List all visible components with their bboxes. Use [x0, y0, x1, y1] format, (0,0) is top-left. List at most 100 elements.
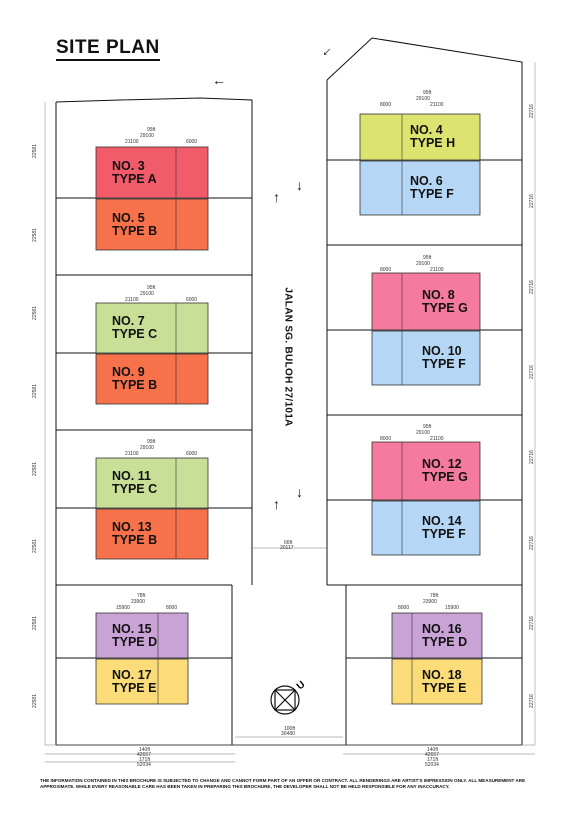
dim-ft-lot16: 78ft	[430, 593, 439, 599]
arrow-left-icon: ←	[212, 72, 226, 88]
north-compass-icon	[270, 685, 300, 715]
lot-type: TYPE F	[422, 357, 466, 371]
dim-ft-lot8: 95ft	[423, 255, 432, 261]
dim-bottom-right-ft: 140ft	[427, 747, 439, 753]
dim-sub-b-lot12: 8000	[380, 436, 392, 442]
lot-fill	[95, 198, 209, 251]
dim-bottom-total: 52034	[137, 762, 151, 768]
lot-18	[391, 658, 483, 705]
dim-side-l3: 22581	[31, 306, 38, 320]
dim-sub-a-lot7: 21100	[125, 297, 139, 303]
dim-sub-a-lot16: 15900	[445, 605, 459, 611]
dim-width-lot8: 29100	[416, 261, 430, 267]
lot-fill	[95, 457, 209, 509]
lot-15	[95, 612, 189, 659]
lot-14	[371, 500, 481, 556]
lot-number: NO. 13	[112, 520, 152, 534]
dim-side-r2: 22716	[528, 194, 535, 208]
lot-number: NO. 12	[422, 457, 462, 471]
lot-number: NO. 8	[422, 287, 455, 302]
lot-type: TYPE D	[112, 634, 158, 649]
lot-type: TYPE B	[112, 378, 158, 392]
dim-bottom-left-ft: 140ft	[139, 747, 151, 753]
dim-ft-lot15: 78ft	[137, 593, 146, 599]
lot-type: TYPE G	[422, 300, 468, 315]
dim-sub-a-lot15: 15900	[116, 605, 130, 611]
lot-fill	[95, 658, 189, 705]
page-title: SITE PLAN	[56, 38, 160, 61]
dim-width-lot7: 29100	[140, 291, 154, 297]
lot-7	[95, 302, 209, 354]
dim-side-l4: 22581	[31, 384, 38, 398]
lot-fill	[95, 508, 209, 560]
lot-fill	[359, 160, 481, 216]
arrow-up-icon: ↑	[273, 189, 280, 205]
dim-bottom-left: 42657	[137, 752, 151, 758]
dim-ft-lot11: 95ft	[147, 439, 156, 445]
dim-sub-c: 6000	[186, 139, 198, 145]
lot-3	[95, 146, 209, 199]
lot-type: TYPE H	[410, 136, 456, 150]
disclaimer-text: THE INFORMATION CONTAINED IN THIS BROCHU…	[40, 778, 526, 789]
lot-type: TYPE C	[112, 482, 158, 496]
lot-fill	[95, 612, 189, 659]
lot-type: TYPE F	[422, 527, 466, 541]
dim-side-r5: 22716	[528, 450, 535, 464]
dim-road-ft: 66ft	[284, 540, 293, 546]
lot-fill	[95, 146, 209, 199]
lot-fill	[371, 500, 481, 556]
lot-number: NO. 6	[410, 174, 443, 188]
lot-fill	[359, 113, 481, 161]
north-label: U	[295, 679, 308, 692]
side-dimension-lines	[44, 62, 536, 745]
lot-11	[95, 457, 209, 509]
lot-number: NO. 15	[112, 621, 152, 636]
lot-number: NO. 16	[422, 621, 462, 636]
lot-4	[359, 113, 481, 161]
dim-side-r1: 22716	[528, 104, 535, 118]
lot-fill	[95, 302, 209, 354]
dim-bottom-total-ft: 171ft	[139, 757, 151, 763]
lot-8	[371, 272, 481, 331]
dim-side-l8: 22581	[31, 694, 38, 708]
lot-number: NO. 17	[112, 667, 152, 682]
lot-fill	[371, 272, 481, 331]
dim-ft-top: 95ft	[147, 127, 156, 133]
dim-bottom-mid: 30480	[281, 731, 295, 737]
dim-sub-b-lot4: 8000	[380, 102, 392, 108]
lot-number: NO. 7	[112, 314, 145, 328]
dim-width-lot11: 29100	[140, 445, 154, 451]
lot-number: NO. 5	[112, 210, 145, 225]
lot-number: NO. 18	[422, 667, 462, 682]
arrow-up-icon: ↑	[273, 496, 280, 512]
lot-fill	[371, 330, 481, 386]
dim-ft-lot4: 95ft	[423, 90, 432, 96]
dim-side-l2: 22581	[31, 228, 38, 242]
lot-5	[95, 198, 209, 251]
dim-road-width: 20117	[280, 545, 294, 551]
lot-number: NO. 9	[112, 365, 145, 379]
dim-side-r8: 22716	[528, 694, 535, 708]
dim-side-r6: 22716	[528, 536, 535, 550]
lot-type: TYPE B	[112, 223, 158, 238]
dim-ft-lot7: 95ft	[147, 285, 156, 291]
lot-type: TYPE E	[422, 680, 467, 695]
lot-number: NO. 4	[410, 123, 443, 137]
dim-side-l5: 22581	[31, 462, 38, 476]
dim-ft-lot12: 95ft	[423, 424, 432, 430]
lot-6	[359, 160, 481, 216]
dim-sub-b-lot16: 8000	[398, 605, 410, 611]
road-lines	[45, 547, 535, 763]
